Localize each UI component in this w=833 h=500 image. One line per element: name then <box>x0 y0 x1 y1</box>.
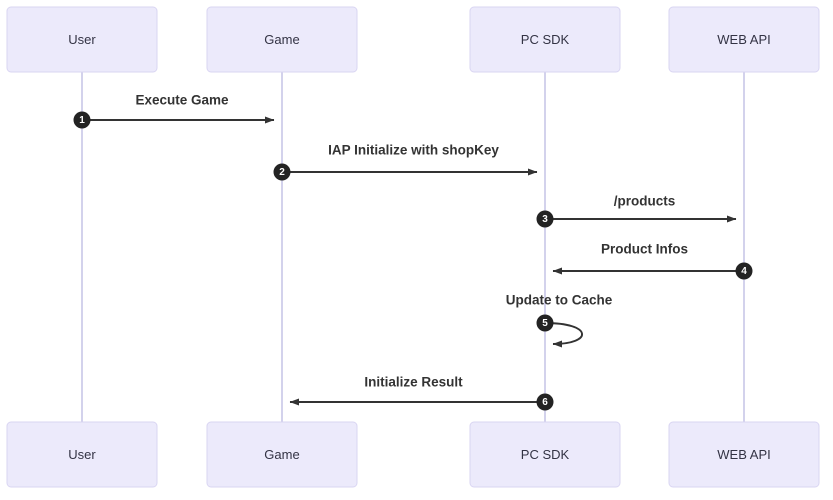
message-1: Execute Game <box>82 93 275 124</box>
actor-box-rect <box>469 6 621 73</box>
seq-badge-number: 2 <box>279 167 285 178</box>
actor-box-game-top[interactable]: Game <box>206 6 358 73</box>
message-label-6: Initialize Result <box>364 375 463 390</box>
message-seq-badge-2: 2 <box>273 163 291 181</box>
actor-label-pcsdk: PC SDK <box>521 447 570 462</box>
lifelines-layer <box>81 72 745 422</box>
seq-badge-circle <box>536 210 554 228</box>
message-label-1: Execute Game <box>135 93 229 108</box>
message-6: Initialize Result <box>289 375 545 406</box>
actor-box-rect <box>668 421 820 488</box>
seq-badge-circle <box>536 393 554 411</box>
message-seq-badge-5: 5 <box>536 314 554 332</box>
actor-box-pcsdk-top[interactable]: PC SDK <box>469 6 621 73</box>
message-label-4: Product Infos <box>601 242 688 257</box>
seq-badge-number: 4 <box>741 266 747 277</box>
message-label-2: IAP Initialize with shopKey <box>328 143 499 158</box>
seq-badge-circle <box>273 163 291 181</box>
actor-box-rect <box>206 6 358 73</box>
actor-label-webapi: WEB API <box>717 447 770 462</box>
actor-label-pcsdk: PC SDK <box>521 32 570 47</box>
actor-box-rect <box>206 421 358 488</box>
actor-box-rect <box>469 421 621 488</box>
actor-label-game: Game <box>264 447 299 462</box>
actor-label-user: User <box>68 32 96 47</box>
actor-label-webapi: WEB API <box>717 32 770 47</box>
actor-box-rect <box>6 421 158 488</box>
actor-box-webapi-top[interactable]: WEB API <box>668 6 820 73</box>
seq-badge-number: 5 <box>542 318 548 329</box>
message-self-loop-path <box>544 322 583 348</box>
actor-box-game-bottom[interactable]: Game <box>206 421 358 488</box>
message-3: /products <box>545 194 737 223</box>
badges-layer: 1 2 3 4 5 6 <box>73 111 753 411</box>
actor-label-user: User <box>68 447 96 462</box>
actor-box-user-bottom[interactable]: User <box>6 421 158 488</box>
seq-badge-number: 3 <box>542 214 548 225</box>
message-label-3: /products <box>614 194 676 209</box>
message-seq-badge-6: 6 <box>536 393 554 411</box>
actor-box-rect <box>6 6 158 73</box>
message-4: Product Infos <box>552 242 744 275</box>
message-label-5: Update to Cache <box>506 293 613 308</box>
actor-box-webapi-bottom[interactable]: WEB API <box>668 421 820 488</box>
seq-badge-number: 1 <box>79 115 85 126</box>
seq-badge-circle <box>536 314 554 332</box>
message-seq-badge-3: 3 <box>536 210 554 228</box>
message-5: Update to Cache <box>506 293 613 348</box>
actor-box-pcsdk-bottom[interactable]: PC SDK <box>469 421 621 488</box>
seq-badge-circle <box>73 111 91 129</box>
actor-box-user-top[interactable]: User <box>6 6 158 73</box>
message-seq-badge-1: 1 <box>73 111 91 129</box>
message-2: IAP Initialize with shopKey <box>282 143 538 176</box>
seq-badge-number: 6 <box>542 397 548 408</box>
seq-badge-circle <box>735 262 753 280</box>
actor-label-game: Game <box>264 32 299 47</box>
actor-box-rect <box>668 6 820 73</box>
message-seq-badge-4: 4 <box>735 262 753 280</box>
